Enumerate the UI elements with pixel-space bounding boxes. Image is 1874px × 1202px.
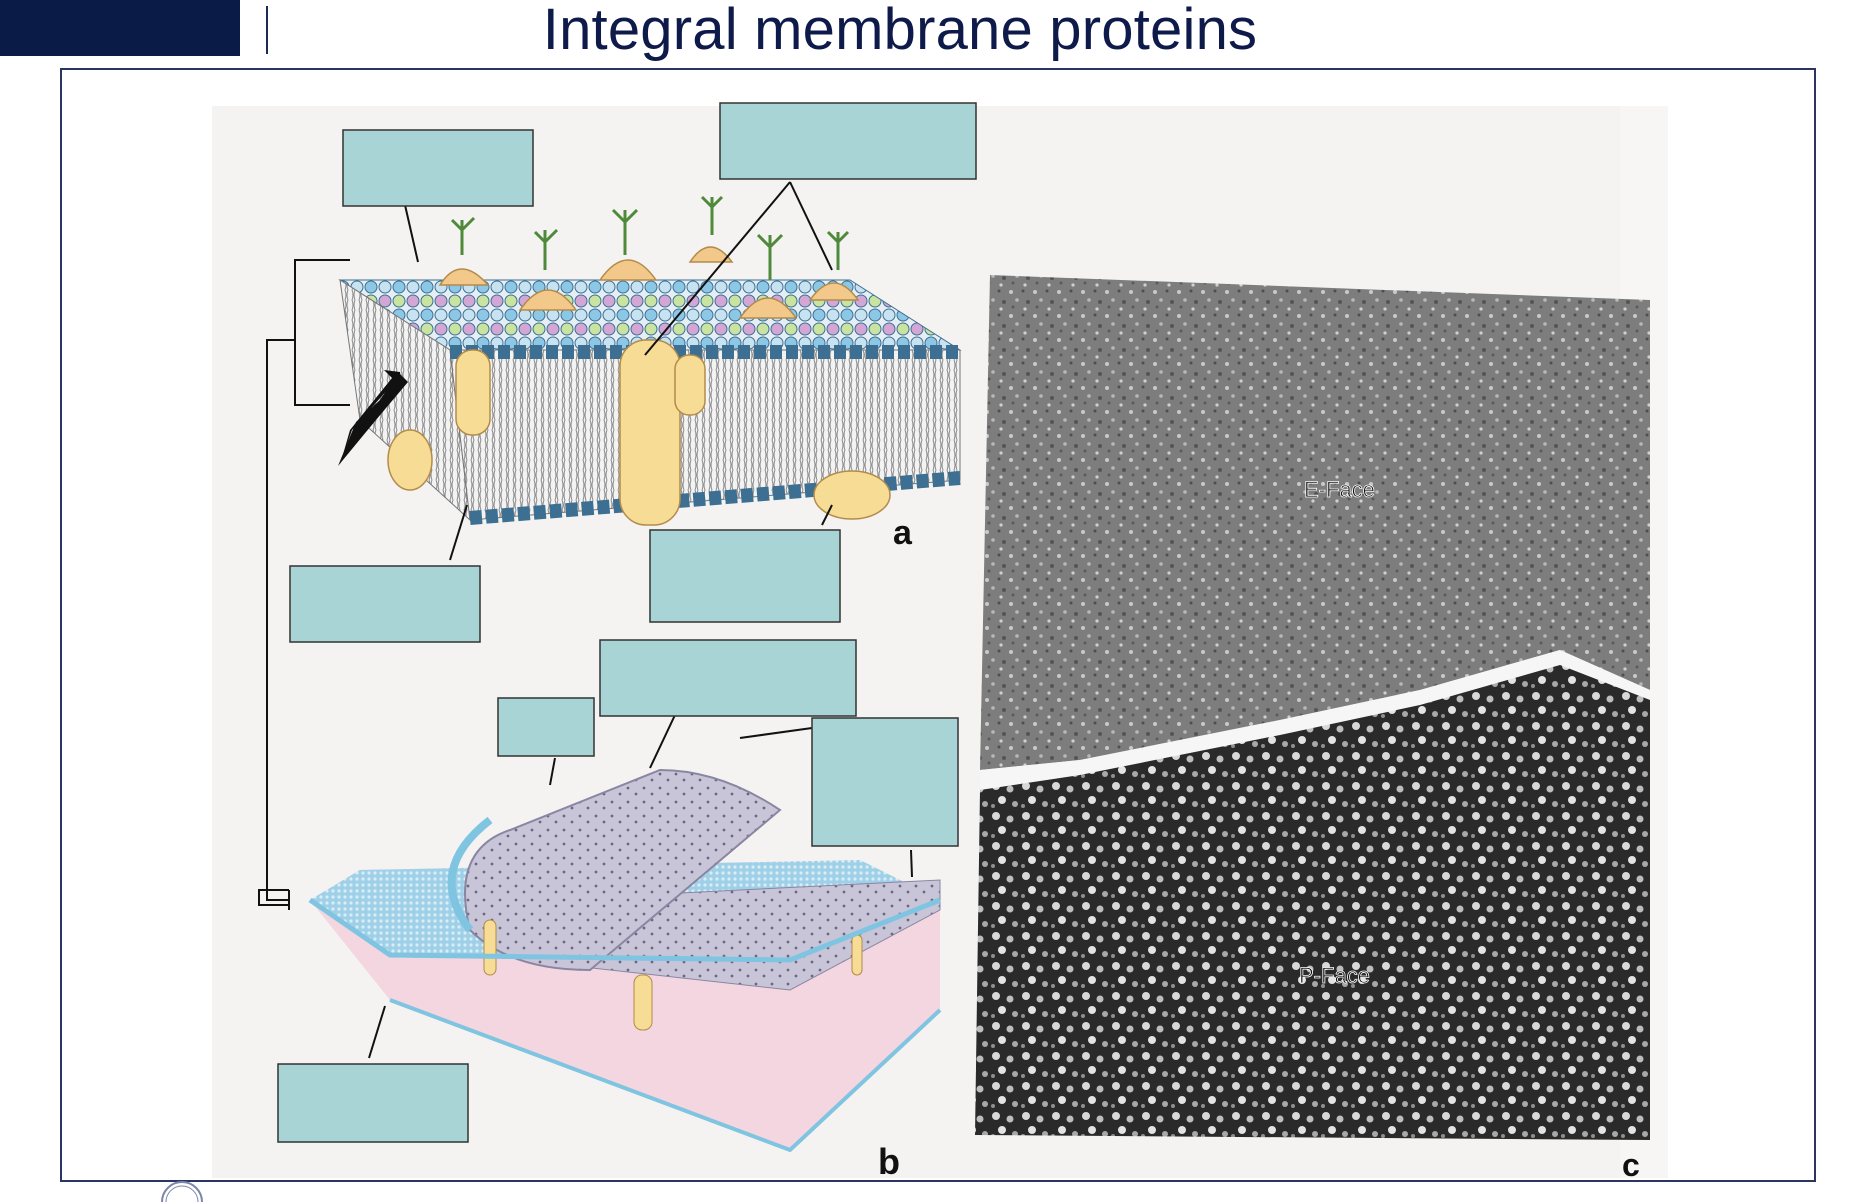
leader-lines xyxy=(368,181,913,1059)
glycoproteins xyxy=(438,246,860,319)
panel-label-c: c xyxy=(1622,1147,1640,1183)
fracture-block-b xyxy=(308,768,942,1153)
e-face-label: E-Face xyxy=(1304,477,1375,502)
label-box-8[interactable] xyxy=(277,1063,469,1143)
university-seal-icon xyxy=(161,1181,203,1202)
label-box-1[interactable] xyxy=(342,129,534,207)
slide-title: Integral membrane proteins xyxy=(542,0,1258,62)
label-box-5[interactable] xyxy=(599,639,857,717)
label-box-2[interactable] xyxy=(719,102,977,180)
panel-label-a: a xyxy=(893,514,913,552)
label-box-6[interactable] xyxy=(497,697,595,757)
p-face-label: P-Face xyxy=(1299,963,1370,988)
label-box-3[interactable] xyxy=(289,565,481,643)
freeze-fracture-micrograph xyxy=(975,275,1650,1140)
label-boxes xyxy=(277,102,977,1143)
panel-label-b: b xyxy=(878,1141,900,1182)
figure-frame xyxy=(60,68,1816,1182)
label-box-7[interactable] xyxy=(811,717,959,847)
bracket-lines xyxy=(258,259,350,910)
carbohydrate-chains xyxy=(450,195,850,280)
header-accent-block xyxy=(0,0,240,56)
integral-proteins xyxy=(387,339,891,526)
label-box-4[interactable] xyxy=(649,529,841,623)
header-divider xyxy=(266,6,268,54)
